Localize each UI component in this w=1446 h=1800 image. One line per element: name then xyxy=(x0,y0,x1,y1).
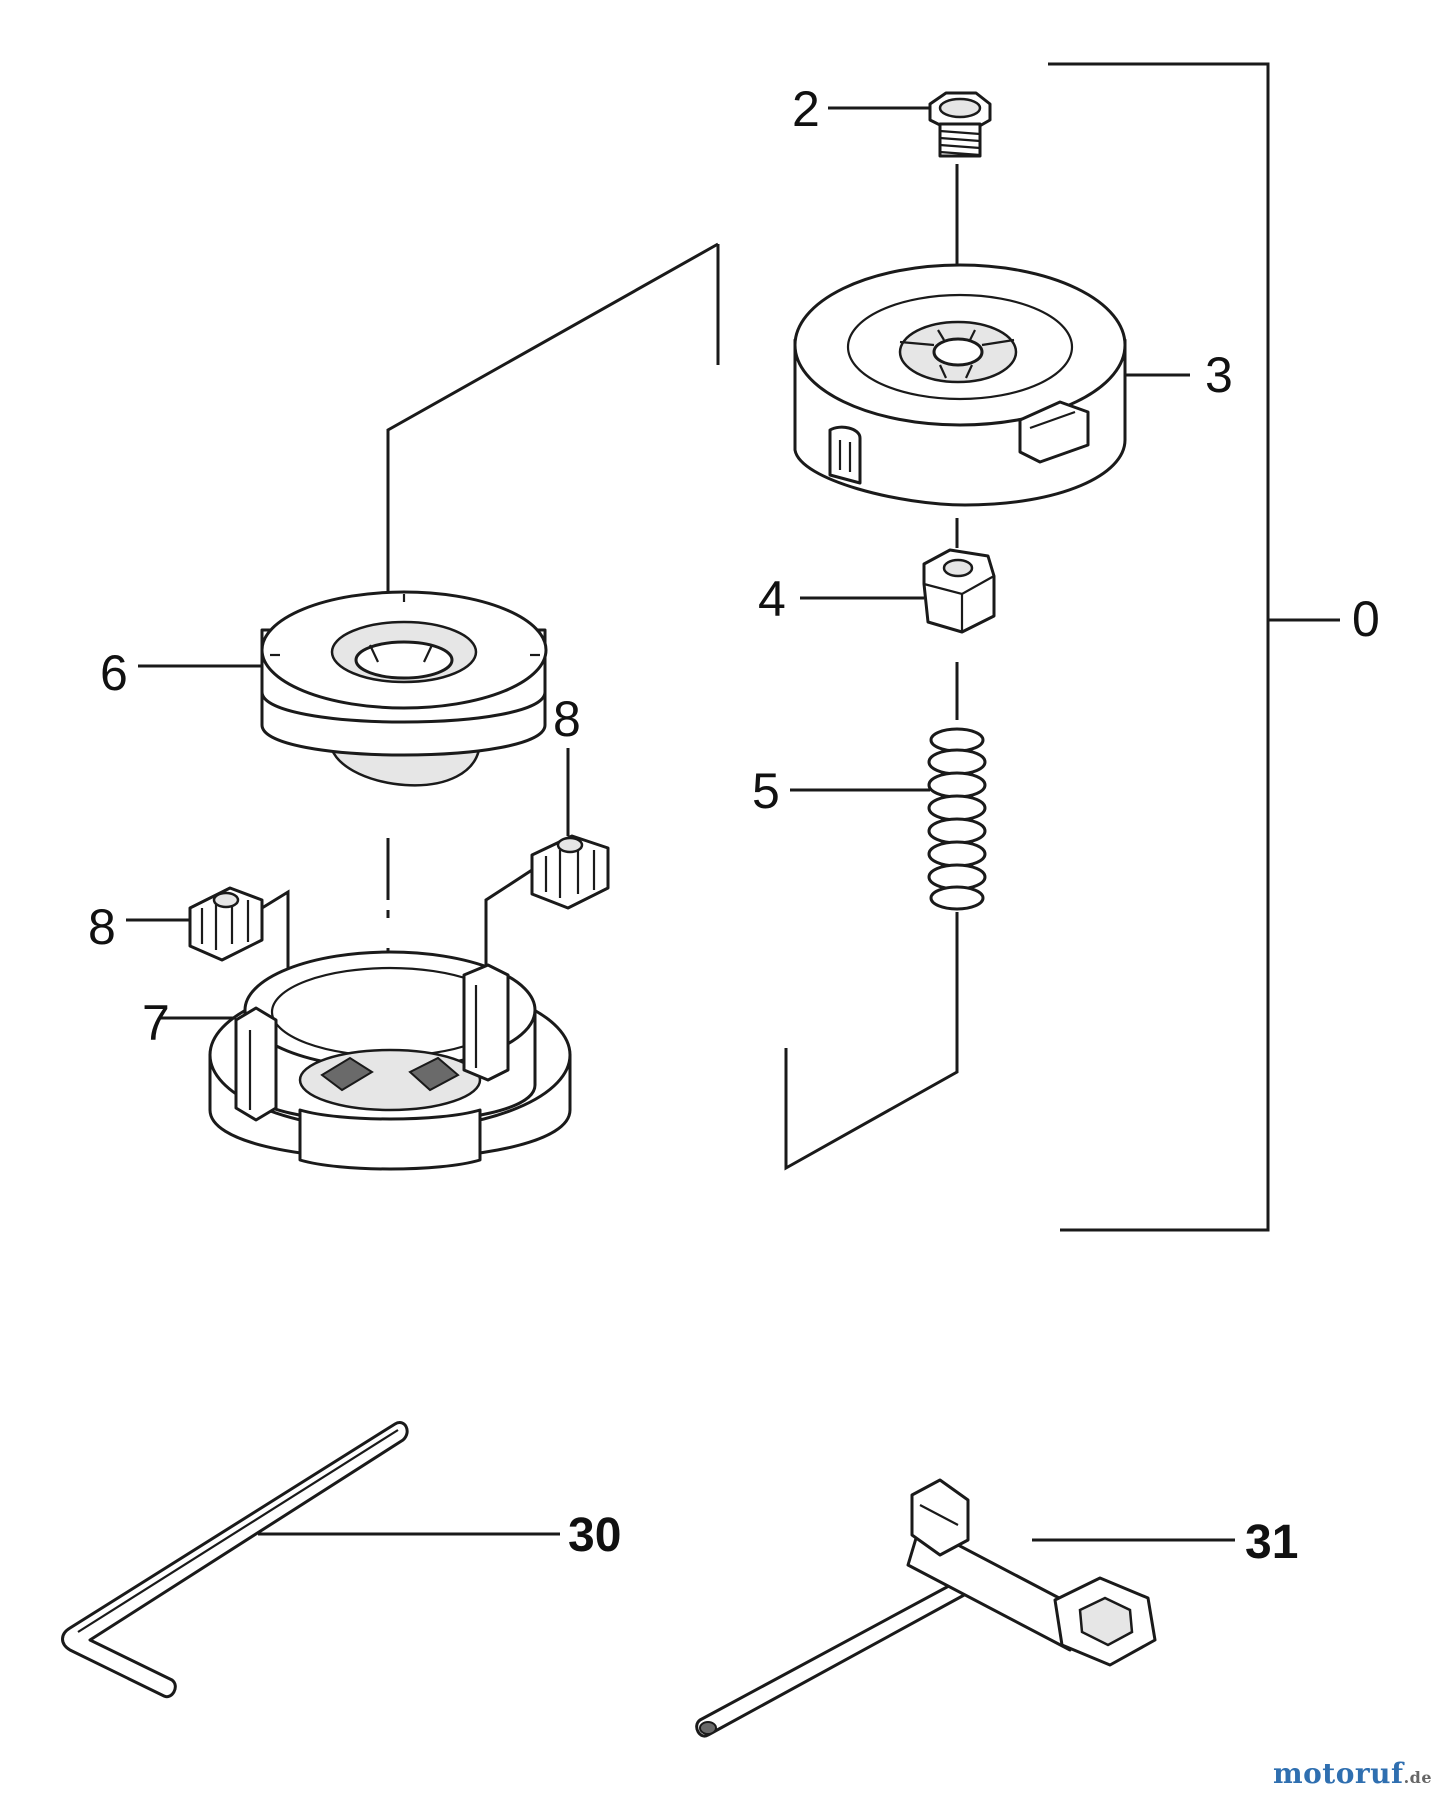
callout-6: 6 xyxy=(100,645,128,701)
part-3-spool-cover xyxy=(793,263,1190,548)
part-30-hex-key xyxy=(61,1421,560,1699)
part-5-spring xyxy=(784,662,987,1171)
callout-31: 31 xyxy=(1245,1516,1298,1569)
part-2-bolt xyxy=(928,91,992,318)
callout-30: 30 xyxy=(568,1509,621,1562)
callout-7: 7 xyxy=(142,995,170,1051)
callout-3: 3 xyxy=(1205,347,1233,403)
callout-8-left: 8 xyxy=(88,899,116,955)
callout-4: 4 xyxy=(758,571,786,627)
watermark-logo: motoruf.de xyxy=(1273,1757,1432,1790)
part-7-housing xyxy=(160,950,572,1171)
assembly-bracket xyxy=(1048,62,1340,1232)
watermark-main: motoruf xyxy=(1272,1757,1404,1790)
callout-8-right: 8 xyxy=(553,691,581,747)
part-6-spool xyxy=(138,242,720,985)
callout-0: 0 xyxy=(1352,591,1380,647)
part-4-nut xyxy=(800,548,996,634)
callout-5: 5 xyxy=(752,763,780,819)
part-31-spark-plug-wrench xyxy=(695,1478,1235,1738)
part-8-eyelet-right xyxy=(484,748,610,1010)
watermark-tld: .de xyxy=(1403,1768,1432,1787)
callout-2: 2 xyxy=(792,81,820,137)
